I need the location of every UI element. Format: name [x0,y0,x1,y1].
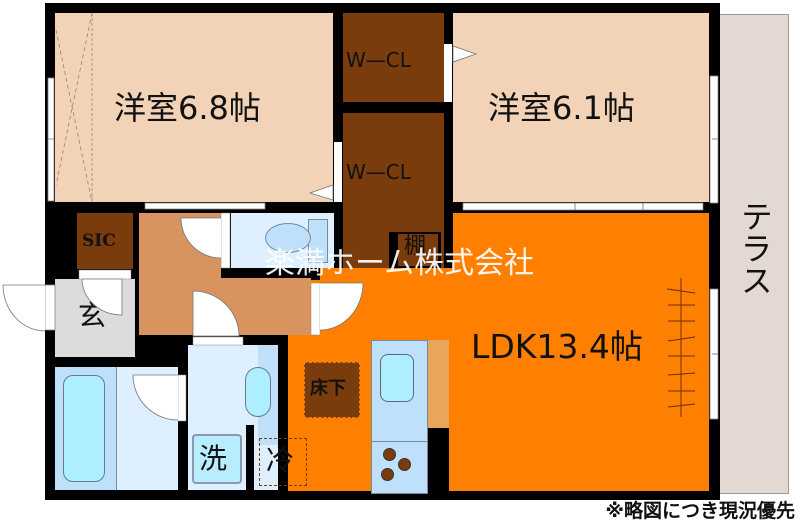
company-watermark: 楽満ホーム株式会社 [265,246,535,281]
western-room-2-label: 洋室6.1帖 [488,89,635,127]
kitchen-divider [371,441,428,442]
western-room-2 [453,13,709,202]
walk-in-closet-1 [343,13,444,102]
underfloor-storage [304,362,360,418]
bathtub-basin [63,375,105,482]
kitchen-sink [380,354,414,402]
washing-machine-label: 洗 [199,442,228,475]
shoe-closet [77,213,133,269]
kitchen-side-counter [428,340,449,428]
shelf-inner [398,234,438,266]
kitchen-side-wall [428,428,449,494]
shelf-label: 棚 [404,234,427,259]
refrigerator [259,438,307,486]
walk-in-closet-1-label: W—CL [346,48,411,72]
disclaimer-note: ※略図につき現況優先 [605,500,795,522]
underfloor-storage-label: 床下 [310,378,346,399]
walk-in-closet-2-label: W—CL [346,160,411,184]
shoe-closet-label: SIC [82,231,116,251]
stove-burner-1 [383,448,396,461]
western-room-1 [55,13,333,202]
refrigerator-label: 冷 [266,444,295,477]
stove-burner-2 [398,458,411,471]
washing-machine [192,434,242,484]
toilet-bowl [265,223,311,253]
terrace-label: テラス [735,200,774,296]
western-room-1-label: 洋室6.8帖 [114,89,261,127]
ldk-label: LDK13.4帖 [471,327,643,366]
vanity-sink [245,367,271,417]
stove-burner-3 [381,468,394,481]
washroom-wall [246,425,254,491]
